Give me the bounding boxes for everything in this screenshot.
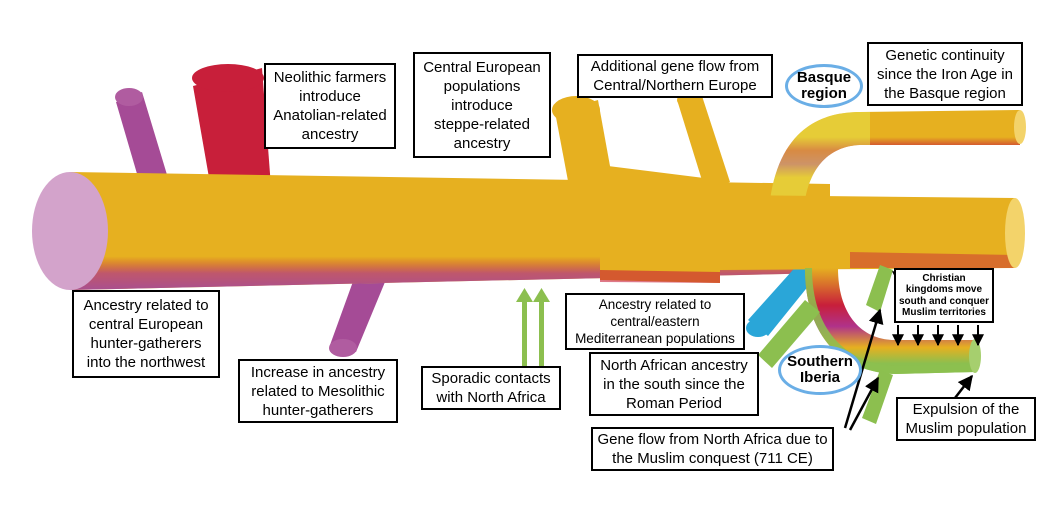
- label-christian-kingdoms: Christian kingdoms move south and conque…: [894, 268, 994, 323]
- label-mesolithic: Increase in ancestry related to Mesolith…: [238, 359, 398, 423]
- steppe-segment: [600, 165, 720, 283]
- steppe-segment-lower: [600, 270, 720, 283]
- mesolithic-branch-end: [329, 339, 357, 357]
- additional-flow-branch: [678, 96, 730, 190]
- trunk-start-cap: [32, 172, 108, 290]
- conquest-arrow-down: [848, 376, 880, 431]
- label-central-european: Central European populations introduce s…: [413, 52, 551, 158]
- label-expulsion: Expulsion of the Muslim population: [896, 397, 1036, 441]
- label-additional-gene-flow: Additional gene flow from Central/Northe…: [577, 54, 773, 98]
- label-sporadic-contacts: Sporadic contacts with North Africa: [421, 366, 561, 410]
- conquest-arrow-up: [843, 308, 884, 429]
- region-southern-iberia: Southern Iberia: [778, 345, 862, 395]
- expulsion-arrow: [954, 374, 973, 399]
- north-africa-branch-bottom: [862, 370, 893, 424]
- label-hunter-gatherer-ancestry: Ancestry related to central European hun…: [72, 290, 220, 378]
- label-neolithic-farmers: Neolithic farmers introduce Anatolian-re…: [264, 63, 396, 149]
- southern-iberia-end: [969, 339, 981, 373]
- region-basque: Basque region: [785, 64, 863, 108]
- north-africa-branch-top: [866, 265, 893, 312]
- steppe-branch-end: [552, 96, 600, 124]
- hunter-gatherer-branch: [116, 92, 168, 184]
- middle-continuation: [720, 195, 1015, 270]
- southern-iberia-curve: [805, 268, 975, 374]
- middle-continuation-end: [1005, 198, 1025, 268]
- label-basque-continuity: Genetic continuity since the Iron Age in…: [867, 42, 1023, 106]
- label-muslim-conquest: Gene flow from North Africa due to the M…: [591, 427, 834, 471]
- basque-branch-end: [1014, 110, 1026, 144]
- basque-branch-curve-band: [770, 112, 870, 200]
- middle-continuation-band: [850, 252, 1015, 268]
- mediterranean-branch-end: [746, 319, 770, 337]
- label-north-african-roman: North African ancestry in the south sinc…: [589, 352, 759, 416]
- label-mediterranean-ancestry: Ancestry related to central/eastern Medi…: [565, 293, 745, 350]
- hunter-gatherer-branch-end: [115, 88, 143, 106]
- north-african-roman-branch: [758, 300, 820, 368]
- mesolithic-branch: [330, 276, 385, 352]
- sporadic-contact-arrows: [516, 288, 550, 368]
- neolithic-branch-end: [192, 64, 264, 92]
- mediterranean-branch: [748, 262, 818, 336]
